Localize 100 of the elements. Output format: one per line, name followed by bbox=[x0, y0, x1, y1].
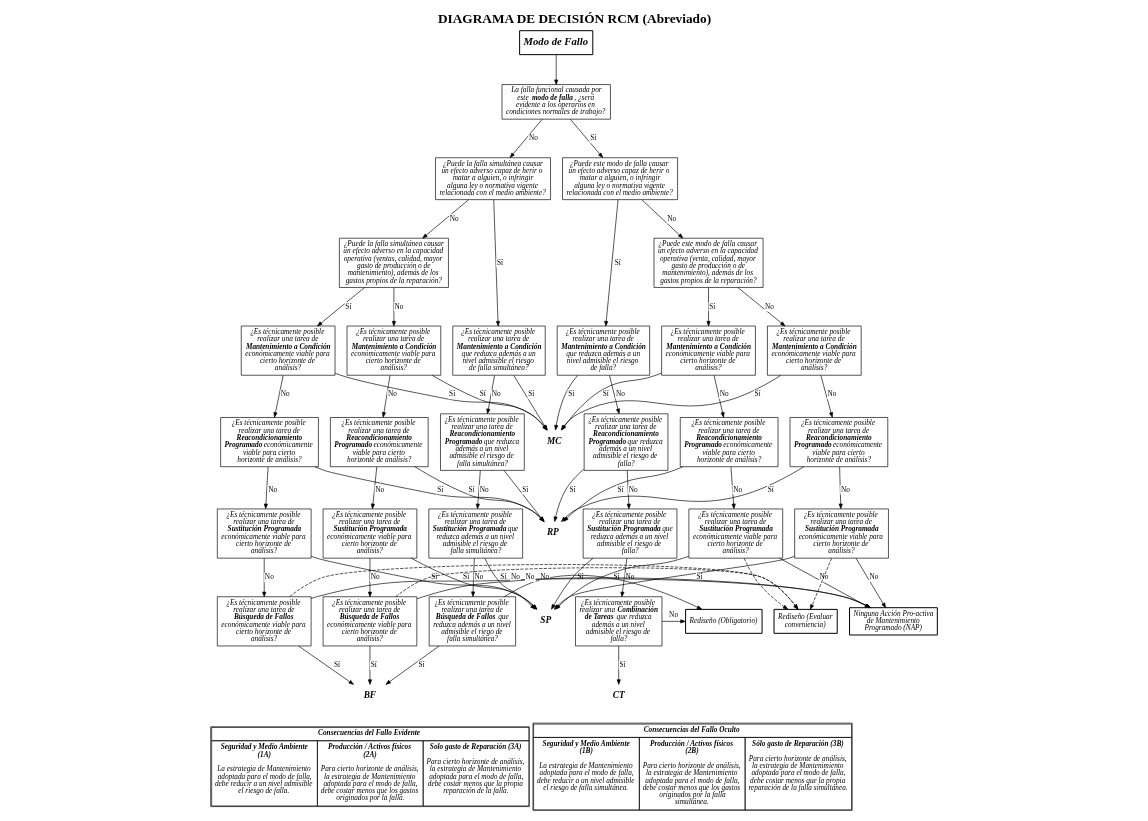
arrow bbox=[422, 199, 469, 239]
edge-label: No bbox=[840, 484, 850, 494]
arrow bbox=[262, 557, 267, 598]
arrow bbox=[368, 557, 372, 598]
edge-label: No bbox=[370, 572, 380, 582]
edge-label: No bbox=[669, 609, 679, 619]
edge-label: No bbox=[869, 572, 879, 582]
arrow bbox=[553, 468, 585, 522]
edge-label: Sí bbox=[568, 389, 575, 399]
edge-label: No bbox=[474, 572, 484, 582]
arrow bbox=[609, 375, 620, 415]
edge-label: No bbox=[616, 389, 625, 399]
edge-label: No bbox=[819, 572, 829, 582]
node-box: ¿Es técnicamente posible realizar una tarea de Sustitución Programada económicamente viable para cierto horizonte de análisis? bbox=[322, 508, 418, 559]
edge-label: Sí bbox=[613, 572, 620, 582]
node-box: ¿Puede la falla simultánea causar un efecto adverso capaz de herir o matar a alguien, o infringir alguna ley o normativa vigente relacionada con el medio ambiente? bbox=[435, 157, 551, 200]
edge-label: Sí bbox=[614, 257, 621, 267]
edge-label: Sí bbox=[345, 301, 352, 311]
arrow bbox=[561, 466, 805, 522]
node-box: ¿Es técnicamente posible realizar una tarea de Reacondicionamiento Programado económicamente viable para cierto horizonte de análisis? bbox=[220, 417, 319, 468]
arrow bbox=[779, 557, 871, 608]
node-text: CT bbox=[612, 690, 625, 701]
arrow bbox=[620, 557, 628, 598]
node-box: ¿Es técnicamente posible realizar una tarea de Mantenimiento a Condición económicamente viable para cierto horizonte de análisis? bbox=[767, 325, 862, 376]
arrow bbox=[382, 375, 391, 418]
edge-label: Sí bbox=[754, 389, 761, 399]
arrow bbox=[509, 118, 543, 158]
edge-label: No bbox=[733, 484, 743, 494]
arrow bbox=[493, 199, 500, 327]
edge-label: No bbox=[394, 301, 404, 311]
edge-label: Sí bbox=[569, 484, 576, 494]
arrow bbox=[314, 466, 545, 522]
node-box: ¿Es técnicamente posible realizar una tarea de Reacondicionamiento Programado económicamente viable para cierto horizonte de análisis? bbox=[789, 417, 889, 468]
node-box: ¿Es técnicamente posible realizar una tarea de Búsqueda de Fallos económicamente viable para cierto horizonte de análisis? bbox=[216, 596, 312, 647]
arrow bbox=[743, 558, 789, 610]
edge-label: Sí bbox=[437, 484, 444, 494]
node-box: ¿Es técnicamente posible realizar una tarea de Mantenimiento a Condición económicamente viable para cierto horizonte de análisis? bbox=[346, 325, 442, 376]
node-box: Rediseño (Evaluar conveniencia) bbox=[773, 608, 838, 634]
arrow bbox=[554, 54, 559, 85]
edge-label: No bbox=[268, 484, 278, 494]
edge-label: No bbox=[540, 572, 550, 582]
node-box: ¿Es técnicamente posible realizar una tarea de Búsqueda de Fallos económicamente viable para cierto horizonte de análisis? bbox=[322, 596, 418, 647]
edge-label: No bbox=[719, 389, 729, 399]
arrow bbox=[855, 557, 886, 609]
node-box: ¿Puede la falla simultánea causar un efecto adverso en la capacidad operativa (ventas, calidad, mayor gasto de producción o de mantenimiento), además de los gastos propios de la reparación? bbox=[339, 237, 449, 288]
arrow bbox=[263, 466, 269, 509]
arrow bbox=[317, 287, 365, 327]
node-text: BF bbox=[363, 690, 377, 701]
edge-label: No bbox=[479, 484, 489, 494]
arrow bbox=[706, 287, 711, 327]
edge-label: No bbox=[827, 389, 837, 399]
edge-label: Sí bbox=[522, 484, 529, 494]
node-box: ¿Es técnicamente posible realizar una tarea de Sustitución Programada que reduzca además a un nivel admisible el riesgo de falla? bbox=[582, 508, 678, 559]
arrow bbox=[371, 466, 378, 509]
node-box: ¿Es técnicamente posible realizar una Combinación de Tareas que reduzca además a un nivel admisible el riesgo de falla? bbox=[575, 596, 663, 647]
node-box: ¿Es técnicamente posible realizar una tarea de Reacondicionamiento Programado que reduzca además a un nivel admisible el riesgo de falla simultánea? bbox=[440, 413, 525, 471]
node-text: MC bbox=[546, 435, 562, 446]
edge-label: Sí bbox=[463, 572, 470, 582]
arrow bbox=[298, 645, 354, 685]
arrow bbox=[391, 287, 396, 327]
node-text: RP bbox=[546, 527, 559, 538]
arrow bbox=[661, 619, 686, 624]
edge-label: Sí bbox=[431, 572, 438, 582]
node-box: La falla funcional causada por este modo de falla, ¿será evidente a los operarios en condiciones normales de trabajo? bbox=[501, 84, 611, 120]
arrow bbox=[838, 466, 843, 509]
arrow bbox=[820, 375, 833, 418]
edge-label: Sí bbox=[767, 484, 774, 494]
edge-label: Sí bbox=[528, 389, 535, 399]
node-box: ¿Es técnicamente posible realizar una tarea de Sustitución Programada que reduzca además a un nivel admisible el riesgo de falla simultánea? bbox=[428, 508, 523, 559]
node-text: SP bbox=[540, 615, 552, 626]
edge-label: Sí bbox=[619, 660, 626, 670]
edge-label: No bbox=[765, 301, 774, 311]
edge-label: Sí bbox=[602, 389, 609, 399]
edge-label: Sí bbox=[709, 301, 716, 311]
arrow bbox=[414, 466, 545, 522]
arrow bbox=[641, 199, 684, 239]
node-box: ¿Es técnicamente posible realizar una tarea de Mantenimiento a Condición que reduzca además a un nivel admisible el riesgo de falla simultánea? bbox=[452, 325, 546, 376]
node-box: Rediseño (Obligatorio) bbox=[685, 608, 763, 634]
arrow bbox=[563, 466, 684, 522]
arrow bbox=[737, 287, 786, 327]
node-box: Modo de Fallo bbox=[519, 30, 594, 56]
node-box: ¿Es técnicamente posible realizar una tarea de Mantenimiento a Condición económicamente viable para cierto horizonte de análisis? bbox=[240, 325, 336, 376]
edge-label: Sí bbox=[696, 572, 703, 582]
edge-label: Sí bbox=[468, 484, 475, 494]
edge-label: No bbox=[280, 389, 290, 399]
edge-label: No bbox=[525, 572, 535, 582]
node-box: ¿Es técnicamente posible realizar una tarea de Mantenimiento a Condición que reduzca además a un nivel admisible el riesgo de falla? bbox=[556, 325, 650, 376]
arrow bbox=[273, 375, 284, 418]
node-box: Ninguna Acción Pro-activa de Mantenimiento Programado (NAP) bbox=[849, 607, 938, 636]
node-box: ¿Es técnicamente posible realizar una tarea de Reacondicionamiento Programado que reduzca además a un nivel admisible el riesgo de falla? bbox=[583, 413, 669, 471]
edge-label: No bbox=[264, 572, 274, 582]
edge-label: No bbox=[625, 572, 635, 582]
node-box: ¿Es técnicamente posible realizar una tarea de Reacondicionamiento Programado económicamente viable para cierto horizonte de análisis? bbox=[330, 417, 429, 468]
edge-label: Sí bbox=[418, 660, 425, 670]
node-box: ¿Puede este modo de falla causar un efecto adverso en la capacidad operativa (venta, calidad, mayor gasto de producción o de mantenimiento), además de los gastos propios de la reparación? bbox=[653, 237, 764, 288]
arrow bbox=[368, 645, 372, 685]
edge-label: No bbox=[387, 389, 397, 399]
edge-label: Sí bbox=[617, 484, 624, 494]
arrow bbox=[503, 470, 545, 522]
arrow bbox=[713, 375, 725, 418]
